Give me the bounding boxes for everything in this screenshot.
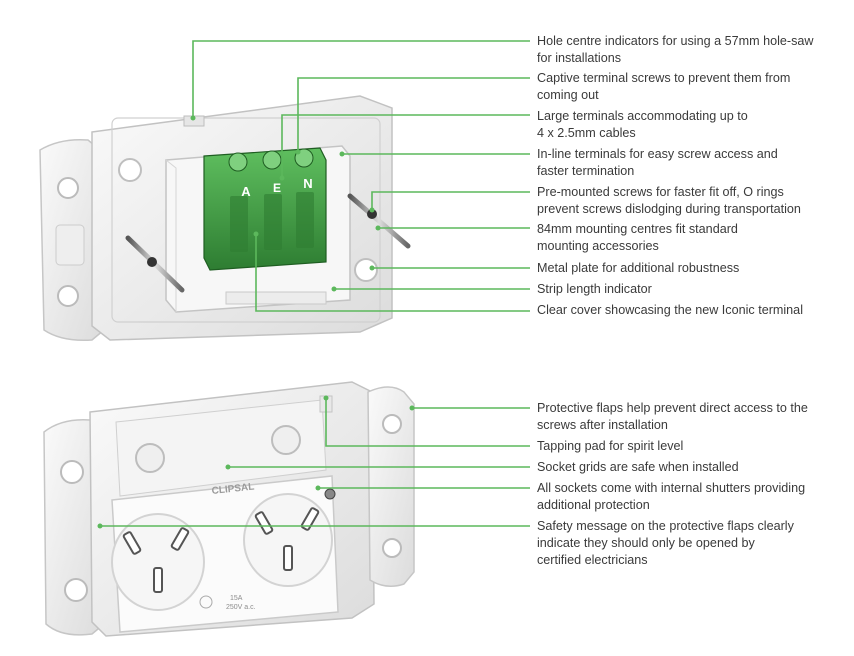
callout-line: Clear cover showcasing the new Iconic te… [537,303,803,317]
top-screw-left [125,235,185,293]
callout-line: prevent screws dislodging during transpo… [537,202,801,216]
top-mount-hole-right [354,258,378,282]
callout-line: 4 x 2.5mm cables [537,126,636,140]
callout-line: coming out [537,88,599,102]
callout-line: Strip length indicator [537,282,652,296]
callout-safety-message: Safety message on the protective flaps c… [537,518,847,569]
callout-strip-length-indicator: Strip length indicator [537,281,847,298]
callout-line: Safety message on the protective flaps c… [537,519,794,533]
grid-screw-right [271,425,301,455]
outlet-right [243,493,333,587]
bottom-left-protective-flap [43,419,105,636]
leader-lines [97,40,530,529]
bottom-socket: CLIPSAL 15A 250V a.c. [43,381,415,637]
internal-shutter-screw [324,488,336,500]
callout-metal-plate: Metal plate for additional robustness [537,260,847,277]
callout-line: Large terminals accommodating up to [537,109,748,123]
grid-screw-left [135,443,165,473]
terminal-label-e: E [273,181,281,195]
callout-line: for installations [537,51,621,65]
callout-line: 84mm mounting centres fit standard [537,222,738,236]
callout-tapping-pad: Tapping pad for spirit level [537,438,847,455]
callout-line: All sockets come with internal shutters … [537,481,806,495]
callout-line: Protective flaps help prevent direct acc… [537,401,808,415]
terminal-block: A E N [203,147,327,271]
callout-socket-grids: Socket grids are safe when installed [537,459,847,476]
terminal-earth [262,150,282,250]
callout-large-terminals: Large terminals accommodating up to 4 x … [537,108,847,142]
callout-line: In-line terminals for easy screw access … [537,147,778,161]
callout-line: indicate they should only be opened by [537,536,755,550]
callout-line: additional protection [537,498,650,512]
callout-line: Pre-mounted screws for faster fit off, O… [537,185,784,199]
terminal-label-a: A [241,184,251,199]
callout-line: Tapping pad for spirit level [537,439,684,453]
brand-logo: CLIPSAL [211,482,255,497]
strip-length-indicator [225,291,327,305]
callout-clear-cover: Clear cover showcasing the new Iconic te… [537,302,847,319]
callout-in-line-terminals: In-line terminals for easy screw access … [537,146,847,180]
callout-line: Captive terminal screws to prevent them … [537,71,791,85]
callout-line: screws after installation [537,418,668,432]
callout-captive-terminal-screws: Captive terminal screws to prevent them … [537,70,847,104]
outlet-left [111,513,205,611]
terminal-label-n: N [303,176,312,191]
callout-line: mounting accessories [537,239,659,253]
top-mechanism: A E N [39,95,411,342]
callout-line: Socket grids are safe when installed [537,460,739,474]
top-mount-hole-left [118,158,142,182]
top-left-protective-flap [39,138,105,342]
callout-line: Hole centre indicators for using a 57mm … [537,34,814,48]
callout-protective-flaps: Protective flaps help prevent direct acc… [537,400,847,434]
terminal-active [228,152,248,252]
callout-line: certified electricians [537,553,648,567]
callout-line: Metal plate for additional robustness [537,261,740,275]
bottom-right-protective-flap [367,386,415,587]
callout-hole-centre-indicators: Hole centre indicators for using a 57mm … [537,33,847,67]
callout-pre-mounted-screws: Pre-mounted screws for faster fit off, O… [537,184,847,218]
top-screw-right [347,193,411,249]
rating-current: 15A [230,595,243,602]
terminal-neutral [294,148,314,248]
callout-internal-shutters: All sockets come with internal shutters … [537,480,847,514]
callout-mounting-centres: 84mm mounting centres fit standard mount… [537,221,847,255]
rating-voltage: 250V a.c. [226,604,256,611]
callout-line: faster termination [537,164,635,178]
socket-grid [115,399,327,497]
